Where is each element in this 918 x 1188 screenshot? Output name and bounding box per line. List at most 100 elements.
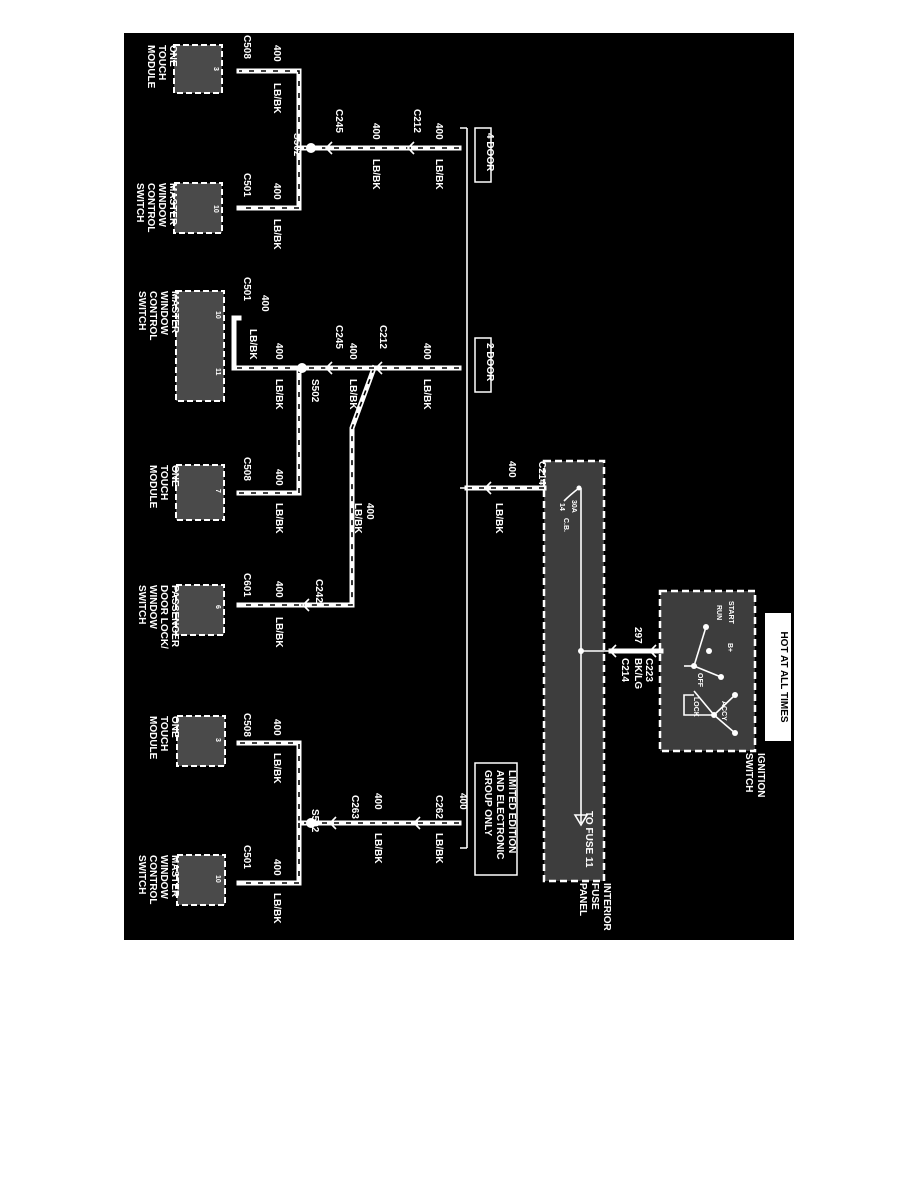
2door-master-label-2: WINDOW (158, 291, 169, 335)
ign-pos-off: OFF (696, 673, 703, 688)
to-fuse-arrow (573, 814, 589, 827)
ign-pos-b-plus: B+ (726, 643, 733, 652)
c263-label: C263 (349, 795, 360, 819)
4door-master-label-1: MASTER (167, 183, 178, 226)
2door-wire-1-color: LB/BK (421, 379, 432, 410)
ltd-c508-label: C508 (241, 713, 252, 737)
2door-master-label-4: SWITCH (136, 291, 147, 330)
4door-c508-label: C508 (241, 35, 252, 59)
2door-master-label-3: CONTROL (147, 291, 158, 340)
ign-pos-lock: LOCK (692, 697, 699, 717)
c245-2door-label: C245 (333, 325, 344, 349)
ltd-wire-4-color: LB/BK (271, 893, 282, 924)
2door-one-touch-pin: 7 (214, 489, 221, 493)
c245-4door-label: C245 (333, 109, 344, 133)
2door-wire-5-circuit: 400 (259, 295, 270, 312)
feed-color-label: BK/LG (632, 658, 643, 689)
passenger-label-3: WINDOW (147, 585, 158, 629)
c212-4door-label: C212 (411, 109, 422, 133)
ltd-wire-2-circuit: 400 (372, 793, 383, 810)
2door-c501-label: C501 (241, 277, 252, 301)
group-limited-box (474, 762, 518, 876)
ltd-master-label-4: SWITCH (136, 855, 147, 894)
4door-c501-label: C501 (241, 173, 252, 197)
ltd-one-touch-label-3: MODULE (147, 716, 158, 760)
s502-4door-label: S502 (291, 133, 302, 157)
interior-fuse-panel-box (542, 459, 606, 883)
ltd-one-touch-label-2: TOUCH (158, 716, 169, 751)
2door-wire-6-color: LB/BK (273, 503, 284, 534)
banner-text: HOT AT ALL TIMES (778, 631, 789, 722)
ltd-wire-1-color: LB/BK (433, 833, 444, 864)
4door-one-touch-label-2: TOUCH (156, 45, 167, 80)
2door-c601-label: C601 (241, 573, 252, 597)
passenger-label-4: SWITCH (136, 585, 147, 624)
ltd-one-touch-pin: 3 (214, 738, 221, 742)
group-limited-label-1: LIMITED EDITION (506, 770, 517, 853)
2door-master-pin-10: 10 (214, 311, 221, 319)
four-door-section (236, 68, 462, 211)
connector-c214-bottom-mark (483, 481, 492, 495)
feed-circuit-label: 297 (632, 627, 643, 644)
ltd-wire-2-color: LB/BK (372, 833, 383, 864)
4door-one-touch-label-3: MODULE (145, 45, 156, 89)
2door-wire-3-circuit: 400 (364, 503, 375, 520)
connector-c214-top-label: C214 (619, 658, 630, 682)
4door-one-touch-label-1: ONE (167, 45, 178, 67)
to-fuse-label: TO FUSE 11 (583, 811, 594, 868)
fuse-type: C.B. (562, 518, 569, 532)
main-feed-circuit: 400 (506, 461, 517, 478)
2door-master-window-switch (175, 290, 225, 402)
2door-wire-6-circuit: 400 (273, 469, 284, 486)
ltd-wire-3-color: LB/BK (271, 753, 282, 784)
fuse-rating: 30A (570, 500, 577, 513)
4door-wire-3-circuit: 400 (271, 45, 282, 62)
group-4-door-box (474, 127, 492, 183)
4door-wire-3-color: LB/BK (271, 83, 282, 114)
2door-one-touch-module (175, 464, 225, 521)
group-2-door-label: 2 DOOR (484, 343, 495, 382)
ltd-wire-3-circuit: 400 (271, 719, 282, 736)
two-door-section (231, 315, 462, 612)
ltd-master-label-2: WINDOW (158, 855, 169, 899)
group-2-door-box (474, 337, 492, 393)
2door-master-pin-11: 11 (214, 368, 221, 376)
4door-master-label-2: WINDOW (156, 183, 167, 227)
passenger-label-2: DOOR LOCK/ (158, 585, 169, 649)
fuse-panel-title-2: FUSE (589, 883, 600, 910)
4door-one-touch-module (173, 44, 223, 94)
hot-at-all-times-banner (765, 613, 791, 741)
4door-master-label-3: CONTROL (145, 183, 156, 232)
fuse-panel-title-1: INTERIOR (601, 883, 612, 932)
ltd-master-window-switch (176, 854, 226, 906)
limited-edition-section (236, 740, 462, 886)
ign-pos-accy: ACCY (720, 701, 727, 721)
passenger-pin: 6 (214, 605, 221, 609)
2door-c508-label: C508 (241, 457, 252, 481)
2door-wire-5-color: LB/BK (247, 329, 258, 360)
4door-one-touch-pin: 3 (212, 67, 219, 71)
2door-master-label-1: MASTER (169, 291, 180, 334)
passenger-label-1: PASSENGER (169, 585, 180, 648)
2door-one-touch-label-2: TOUCH (158, 465, 169, 500)
4door-wire-2-color: LB/BK (370, 159, 381, 190)
ign-pos-run: RUN (715, 605, 722, 620)
4door-master-window-switch (173, 182, 223, 234)
ignition-switch-contacts (683, 624, 738, 736)
2door-wire-7-circuit: 400 (273, 581, 284, 598)
4door-wire-4-color: LB/BK (271, 219, 282, 250)
group-limited-label-2: AND ELECTRONIC (494, 770, 505, 859)
c212-2door-label: C212 (377, 325, 388, 349)
4door-master-label-4: SWITCH (134, 183, 145, 222)
ltd-one-touch-module (176, 715, 226, 767)
passenger-door-lock-window-switch (175, 584, 225, 636)
2door-one-touch-label-1: ONE (169, 465, 180, 487)
4door-wire-1-circuit: 400 (433, 123, 444, 140)
4door-wire-4-circuit: 400 (271, 183, 282, 200)
ltd-one-touch-label-1: ONE (169, 716, 180, 738)
4door-wire-1-color: LB/BK (433, 159, 444, 190)
ignition-switch-title-2: SWITCH (743, 753, 754, 792)
connector-c223-mark (648, 644, 657, 658)
ltd-c501-label: C501 (241, 845, 252, 869)
group-4-door-label: 4 DOOR (484, 133, 495, 172)
